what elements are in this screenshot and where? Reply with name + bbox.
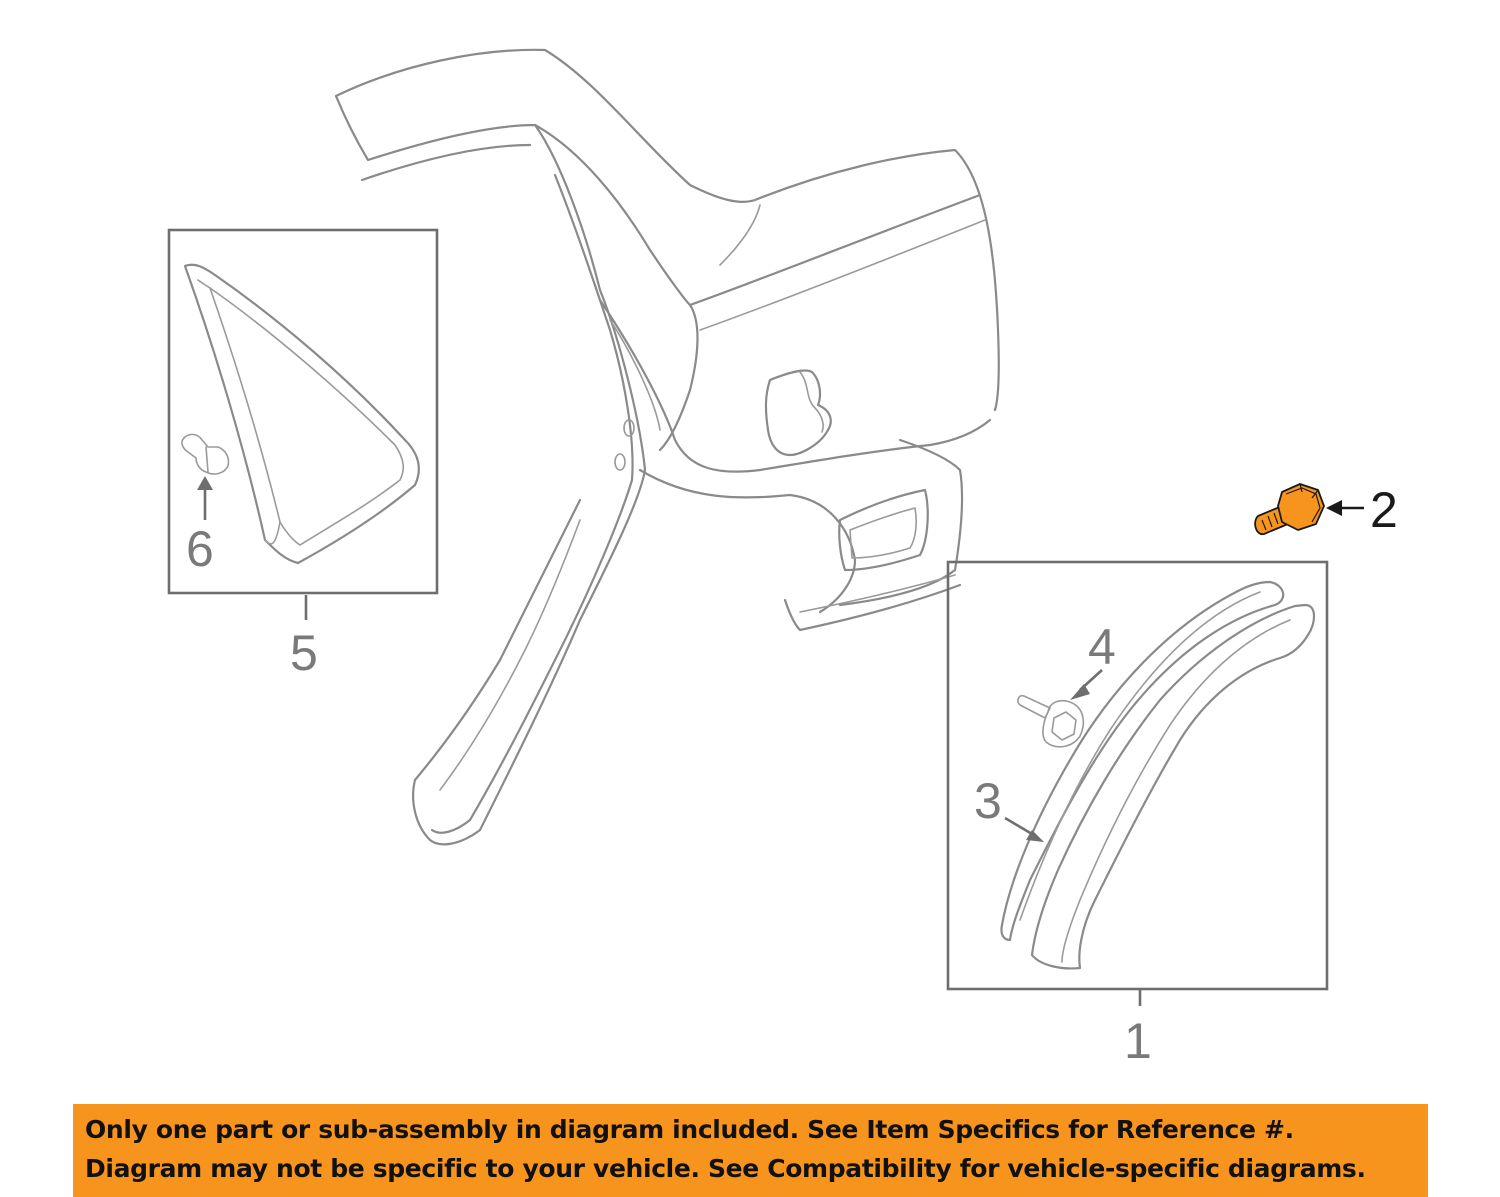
callout-4[interactable]: 4 <box>1088 619 1116 675</box>
disclaimer-line-2: Diagram may not be specific to your vehi… <box>85 1154 1366 1183</box>
callout-2[interactable]: 2 <box>1370 482 1398 538</box>
arrowhead-2 <box>1326 500 1342 516</box>
callout-6[interactable]: 6 <box>186 521 214 577</box>
bolt-2-icon[interactable] <box>1254 483 1325 535</box>
arrowhead-6 <box>197 476 213 490</box>
wheel-molding-drawing <box>1000 580 1316 970</box>
quarter-panel-drawing <box>334 48 1000 846</box>
callout-1[interactable]: 1 <box>1124 1013 1152 1069</box>
disclaimer-banner: Only one part or sub-assembly in diagram… <box>73 1104 1428 1197</box>
part-1-box <box>946 560 1329 991</box>
arrowhead-3 <box>1026 830 1044 842</box>
callout-5[interactable]: 5 <box>290 625 318 681</box>
clip-6-icon <box>181 433 230 475</box>
window-molding-drawing <box>183 263 420 565</box>
part-5-box <box>167 228 439 595</box>
disclaimer-line-1: Only one part or sub-assembly in diagram… <box>85 1115 1294 1144</box>
bolt-4-icon <box>1017 694 1085 748</box>
callout-3[interactable]: 3 <box>974 773 1002 829</box>
arrowhead-4 <box>1070 684 1090 700</box>
leader-3 <box>1004 816 1033 836</box>
